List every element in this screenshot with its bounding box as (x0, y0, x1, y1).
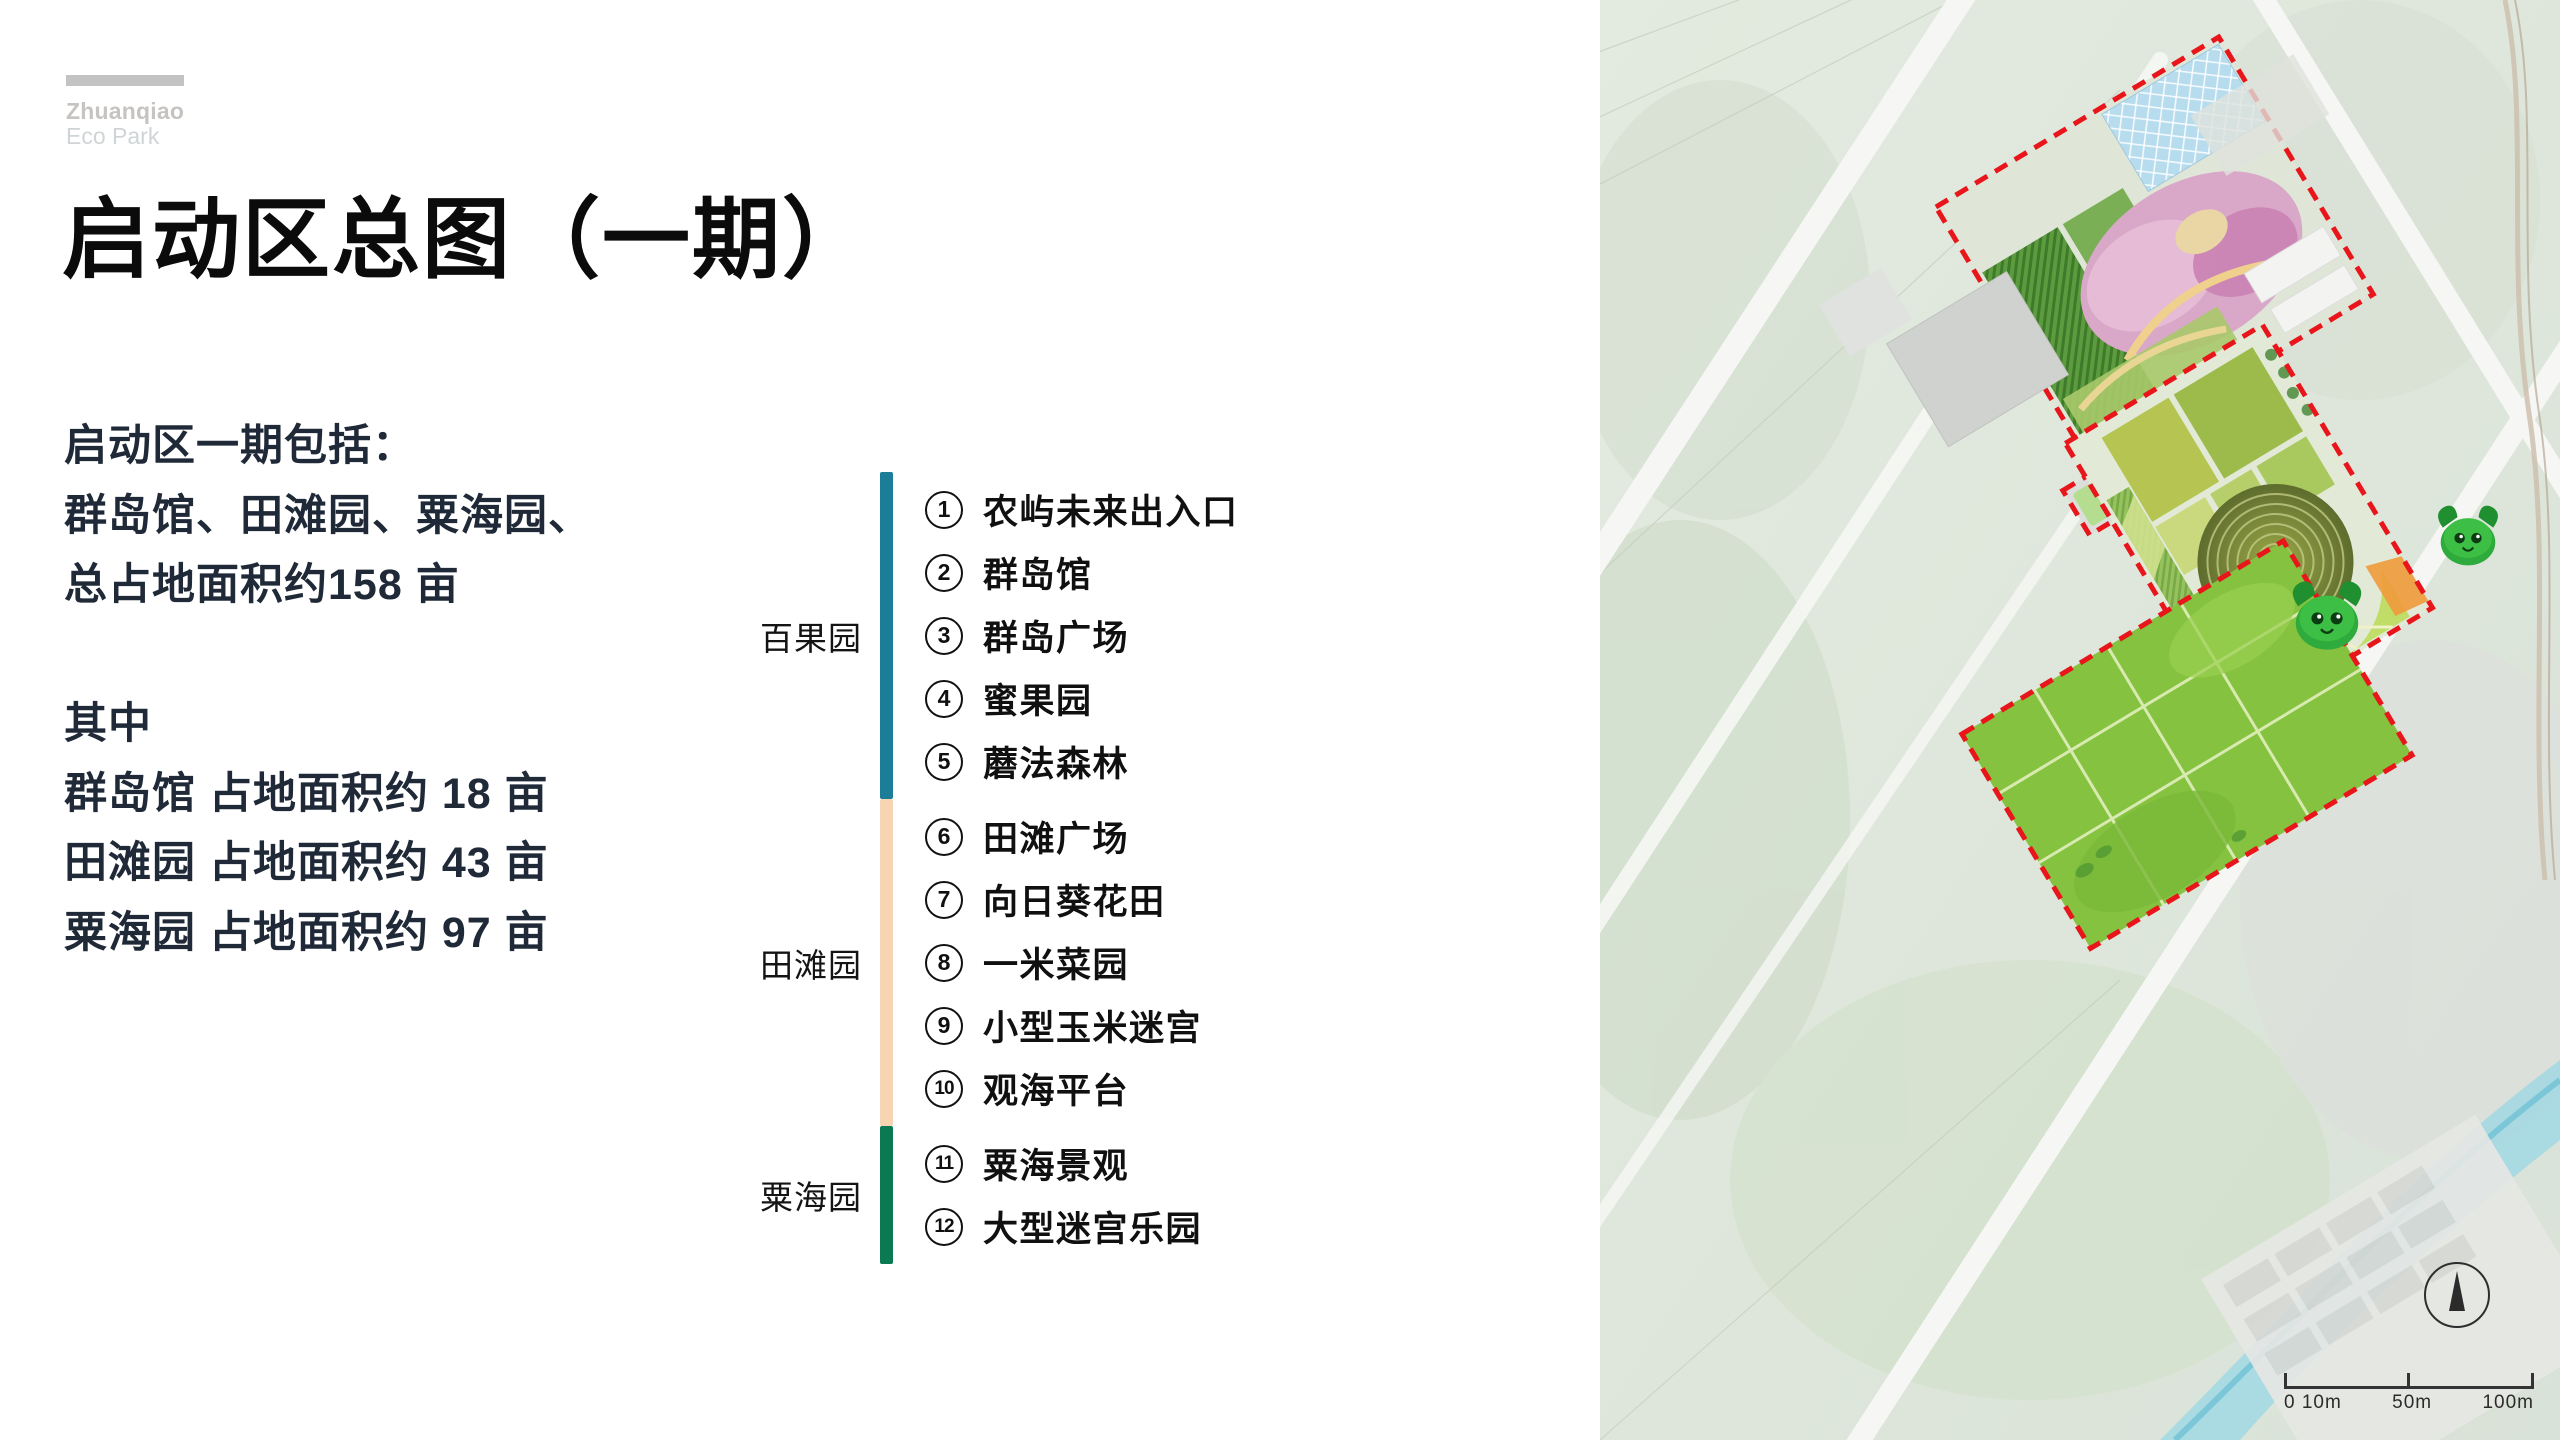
legend-item-label: 农屿未来出入口 (983, 493, 1239, 532)
legend-item[interactable]: 8 一米菜园 (919, 931, 1440, 994)
intro-line-2: 群岛馆、田滩园、粟海园、 (64, 491, 592, 540)
legend-item-number: 8 (919, 943, 969, 982)
detail-line-3: 田滩园 占地面积约 43 亩 (64, 839, 549, 888)
scale-label-0: 0 10m (2284, 1392, 2342, 1413)
detail-line-2: 群岛馆 占地面积约 18 亩 (64, 769, 549, 818)
legend-item-number: 9 (919, 1006, 969, 1045)
map-graphic (1600, 0, 2560, 1440)
intro-paragraph: 启动区一期包括： 群岛馆、田滩园、粟海园、 总占地面积约158 亩 (64, 412, 592, 621)
legend-item-label: 大型迷宫乐园 (983, 1210, 1203, 1249)
detail-line-4: 粟海园 占地面积约 97 亩 (64, 908, 549, 957)
legend-item-label: 粟海景观 (983, 1147, 1130, 1186)
legend-item[interactable]: 1 农屿未来出入口 (919, 478, 1440, 541)
logo-name-secondary: Eco Park (66, 123, 160, 150)
mascot-sprite (2292, 581, 2362, 650)
legend: 百果园 1 农屿未来出入口 2 群岛馆 3 群岛广场 (740, 472, 1440, 1264)
brand-logo: Zhuanqiao Eco Park (66, 75, 186, 149)
legend-item-label: 群岛广场 (983, 619, 1130, 658)
legend-group-label: 百果园 (760, 619, 862, 657)
legend-item[interactable]: 12 大型迷宫乐园 (919, 1195, 1440, 1258)
scale-bar-line (2284, 1364, 2534, 1389)
legend-item-number: 4 (919, 679, 969, 718)
legend-group-items: 6 田滩广场 7 向日葵花田 8 一米菜园 9 小型玉米迷宫 (919, 799, 1440, 1126)
legend-group-items: 11 粟海景观 12 大型迷宫乐园 (919, 1126, 1440, 1264)
legend-group-color-bar (880, 1126, 893, 1264)
legend-item[interactable]: 5 蘑法森林 (919, 730, 1440, 793)
legend-item[interactable]: 9 小型玉米迷宫 (919, 994, 1440, 1057)
left-content-panel: Zhuanqiao Eco Park 启动区总图（一期） 启动区一期包括： 群岛… (62, 75, 1440, 1264)
map-scale-bar: 0 10m 50m 100m (2284, 1364, 2534, 1414)
legend-item-number: 7 (919, 880, 969, 919)
logo-bar (66, 75, 184, 86)
detail-paragraph: 其中 群岛馆 占地面积约 18 亩 田滩园 占地面积约 43 亩 粟海园 占地面… (64, 690, 549, 969)
page-title: 启动区总图（一期） (62, 190, 873, 289)
legend-group-items: 1 农屿未来出入口 2 群岛馆 3 群岛广场 4 蜜果园 (919, 472, 1440, 799)
legend-item-label: 观海平台 (983, 1072, 1130, 1111)
legend-item-number: 6 (919, 817, 969, 856)
legend-item-label: 蘑法森林 (983, 745, 1130, 784)
legend-item-label: 群岛馆 (983, 556, 1093, 595)
legend-item-label: 蜜果园 (983, 682, 1093, 721)
legend-group-label: 粟海园 (760, 1179, 862, 1216)
legend-group-suhaiyuan: 粟海园 11 粟海景观 12 大型迷宫乐园 (740, 1126, 1440, 1264)
legend-item[interactable]: 10 观海平台 (919, 1057, 1440, 1120)
legend-item-number: 11 (919, 1144, 969, 1183)
legend-item-number: 1 (919, 490, 969, 529)
legend-group-tiantanyuan: 田滩园 6 田滩广场 7 向日葵花田 8 一米菜园 (740, 799, 1440, 1126)
legend-group-color-bar (880, 472, 893, 799)
scale-bar-labels: 0 10m 50m 100m (2284, 1392, 2534, 1414)
site-plan-map[interactable]: 1 2 3 4 5 6 7 8 9 10 11 12 0 10m 50m 100… (1600, 0, 2560, 1440)
legend-item-label: 小型玉米迷宫 (983, 1009, 1203, 1048)
intro-line-3: 总占地面积约158 亩 (64, 561, 460, 610)
legend-item[interactable]: 11 粟海景观 (919, 1132, 1440, 1195)
legend-item[interactable]: 4 蜜果园 (919, 667, 1440, 730)
legend-item-number: 3 (919, 616, 969, 655)
legend-item[interactable]: 2 群岛馆 (919, 541, 1440, 604)
legend-item-label: 一米菜园 (983, 946, 1130, 985)
north-arrow-icon (2424, 1262, 2490, 1328)
legend-group-baiguoyuan: 百果园 1 农屿未来出入口 2 群岛馆 3 群岛广场 (740, 472, 1440, 799)
scale-label-100: 100m (2482, 1392, 2534, 1413)
legend-item-number: 2 (919, 553, 969, 592)
scale-label-50: 50m (2392, 1392, 2433, 1413)
logo-name-primary: Zhuanqiao (66, 98, 185, 124)
intro-line-1: 启动区一期包括： (64, 422, 416, 470)
detail-line-1: 其中 (64, 700, 152, 748)
legend-group-label: 田滩园 (760, 946, 862, 984)
legend-item[interactable]: 6 田滩广场 (919, 805, 1440, 868)
legend-item-label: 向日葵花田 (983, 883, 1166, 922)
legend-item-number: 10 (919, 1069, 969, 1108)
legend-item-label: 田滩广场 (983, 820, 1130, 859)
legend-item[interactable]: 7 向日葵花田 (919, 868, 1440, 931)
legend-item[interactable]: 3 群岛广场 (919, 604, 1440, 667)
legend-item-number: 12 (919, 1207, 969, 1246)
legend-group-color-bar (880, 799, 893, 1126)
legend-item-number: 5 (919, 742, 969, 781)
mascot-sprite (2438, 505, 2498, 566)
